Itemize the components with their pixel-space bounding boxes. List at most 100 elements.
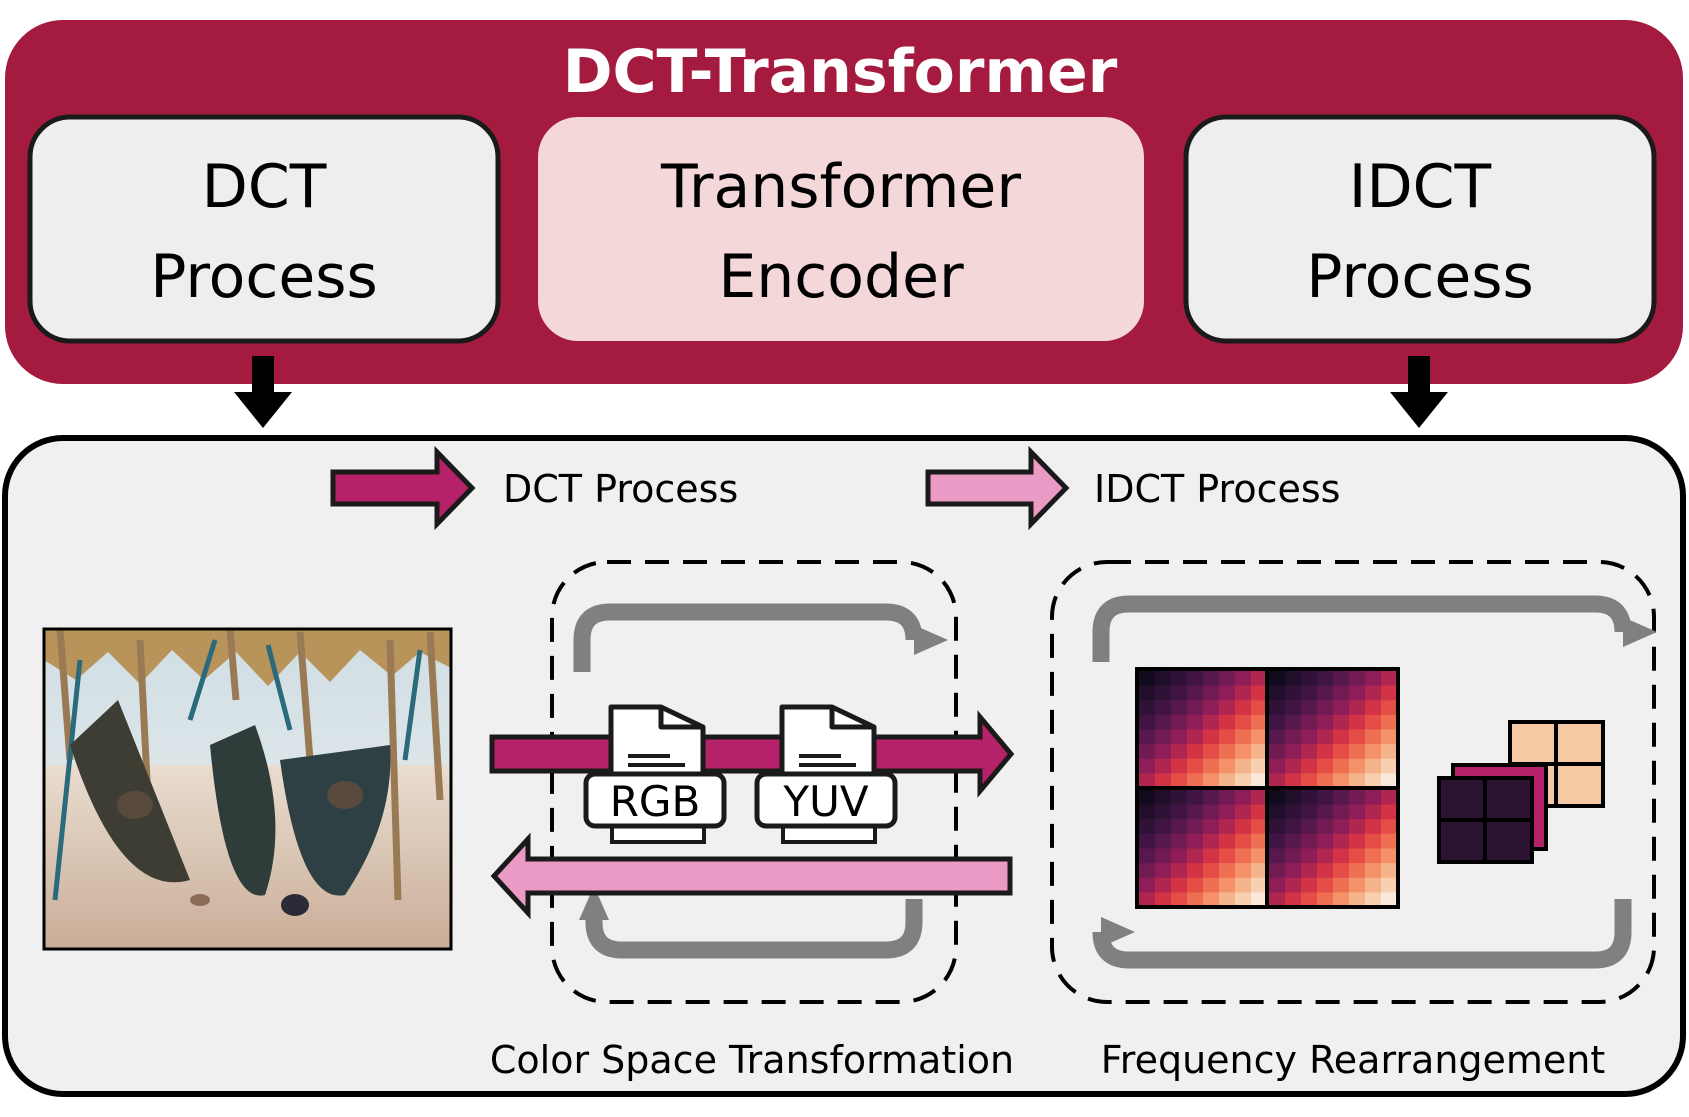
heatmap-cell bbox=[1155, 819, 1172, 835]
heatmap-cell bbox=[1251, 685, 1268, 701]
heatmap-cell bbox=[1187, 685, 1204, 701]
frequency-forward-loop bbox=[1092, 595, 1638, 666]
heatmap-cell bbox=[1171, 671, 1188, 687]
heatmap-cell bbox=[1317, 700, 1334, 716]
heatmap-cell bbox=[1171, 714, 1188, 730]
heatmap-cell bbox=[1349, 758, 1366, 774]
heatmap-cell bbox=[1171, 744, 1188, 760]
heatmap-cell bbox=[1285, 877, 1302, 893]
heatmap-cell bbox=[1269, 833, 1286, 849]
heatmap-cell bbox=[1301, 790, 1318, 806]
heatmap-cell bbox=[1333, 804, 1350, 820]
heatmap-cell bbox=[1285, 700, 1302, 716]
heatmap-cell bbox=[1171, 877, 1188, 893]
heatmap-cell bbox=[1139, 758, 1156, 774]
heatmap-cell bbox=[1317, 819, 1334, 835]
heatmap-cell bbox=[1381, 700, 1398, 716]
heatmap-cell bbox=[1155, 773, 1172, 789]
heatmap-cell bbox=[1365, 685, 1382, 701]
heatmap-cell bbox=[1187, 819, 1204, 835]
heatmap-cell bbox=[1349, 790, 1366, 806]
heatmap-cell bbox=[1235, 714, 1252, 730]
heatmap-cell bbox=[1219, 729, 1236, 745]
yuv-label: YUV bbox=[782, 777, 868, 826]
heatmap-cell bbox=[1333, 790, 1350, 806]
heatmap-cell bbox=[1285, 819, 1302, 835]
heatmap-cell bbox=[1381, 744, 1398, 760]
heatmap-cell bbox=[1171, 758, 1188, 774]
heatmap-cell bbox=[1187, 758, 1204, 774]
heatmap-cell bbox=[1155, 892, 1172, 908]
heatmap-cell bbox=[1203, 685, 1220, 701]
heatmap-cell bbox=[1349, 804, 1366, 820]
heatmap-cell bbox=[1301, 848, 1318, 864]
heatmap-cell bbox=[1285, 773, 1302, 789]
heatmap-cell bbox=[1301, 744, 1318, 760]
heatmap-cell bbox=[1365, 671, 1382, 687]
heatmap-cell bbox=[1235, 685, 1252, 701]
heatmap-cell bbox=[1285, 729, 1302, 745]
heatmap-cell bbox=[1235, 819, 1252, 835]
heatmap-cell bbox=[1139, 833, 1156, 849]
heatmap-cell bbox=[1301, 729, 1318, 745]
idct-flow-arrow bbox=[490, 832, 1013, 920]
heatmap-cell bbox=[1139, 700, 1156, 716]
heatmap-cell bbox=[1155, 790, 1172, 806]
heatmap-cell bbox=[1381, 877, 1398, 893]
heatmap-cell bbox=[1301, 685, 1318, 701]
heatmap-cell bbox=[1235, 863, 1252, 879]
yuv-document: YUV bbox=[754, 704, 898, 844]
heatmap-cell bbox=[1381, 819, 1398, 835]
heatmap-cell bbox=[1285, 744, 1302, 760]
heatmap-cell bbox=[1155, 848, 1172, 864]
heatmap-cell bbox=[1203, 804, 1220, 820]
dct-coefficient-heatmap bbox=[1139, 671, 1398, 908]
heatmap-cell bbox=[1333, 714, 1350, 730]
heatmap-cell bbox=[1251, 671, 1268, 687]
heatmap-cell bbox=[1269, 729, 1286, 745]
heatmap-cell bbox=[1365, 790, 1382, 806]
heatmap-cell bbox=[1365, 819, 1382, 835]
heatmap-cell bbox=[1155, 877, 1172, 893]
heatmap-cell bbox=[1333, 892, 1350, 908]
heatmap-cell bbox=[1171, 848, 1188, 864]
heatmap-cell bbox=[1333, 877, 1350, 893]
legend-idct: IDCT Process bbox=[925, 445, 1340, 531]
heatmap-cell bbox=[1365, 848, 1382, 864]
heatmap-cell bbox=[1235, 848, 1252, 864]
heatmap-cell bbox=[1251, 833, 1268, 849]
header-panel: DCT-Transformer DCT Process Transformer … bbox=[5, 20, 1683, 384]
heatmap-cell bbox=[1317, 729, 1334, 745]
heatmap-cell bbox=[1219, 700, 1236, 716]
heatmap-cell bbox=[1333, 685, 1350, 701]
document-icon bbox=[608, 704, 706, 783]
heatmap-cell bbox=[1365, 773, 1382, 789]
heatmap-cell bbox=[1155, 671, 1172, 687]
heatmap-cell bbox=[1171, 863, 1188, 879]
idct-down-arrow bbox=[1390, 356, 1448, 428]
heatmap-cell bbox=[1349, 714, 1366, 730]
heatmap-cell bbox=[1301, 671, 1318, 687]
heatmap-cell bbox=[1251, 744, 1268, 760]
dct-down-arrow bbox=[234, 356, 292, 428]
heatmap-cell bbox=[1301, 819, 1318, 835]
heatmap-cell bbox=[1251, 729, 1268, 745]
heatmap-cell bbox=[1203, 744, 1220, 760]
heatmap-cell bbox=[1187, 729, 1204, 745]
heatmap-cell bbox=[1381, 892, 1398, 908]
heatmap-cell bbox=[1333, 729, 1350, 745]
heatmap-cell bbox=[1187, 892, 1204, 908]
heatmap-cell bbox=[1171, 729, 1188, 745]
heatmap-cell bbox=[1251, 804, 1268, 820]
heatmap-cell bbox=[1139, 773, 1156, 789]
heatmap-cell bbox=[1139, 848, 1156, 864]
heatmap-cell bbox=[1187, 833, 1204, 849]
heatmap-cell bbox=[1203, 671, 1220, 687]
transformer-encoder-block: Transformer Encoder bbox=[538, 117, 1144, 341]
heatmap-cell bbox=[1203, 892, 1220, 908]
heatmap-cell bbox=[1251, 700, 1268, 716]
heatmap-cell bbox=[1187, 804, 1204, 820]
heatmap-cell bbox=[1269, 773, 1286, 789]
heatmap-cell bbox=[1365, 700, 1382, 716]
frequency-label: Frequency Rearrangement bbox=[1101, 1038, 1606, 1082]
